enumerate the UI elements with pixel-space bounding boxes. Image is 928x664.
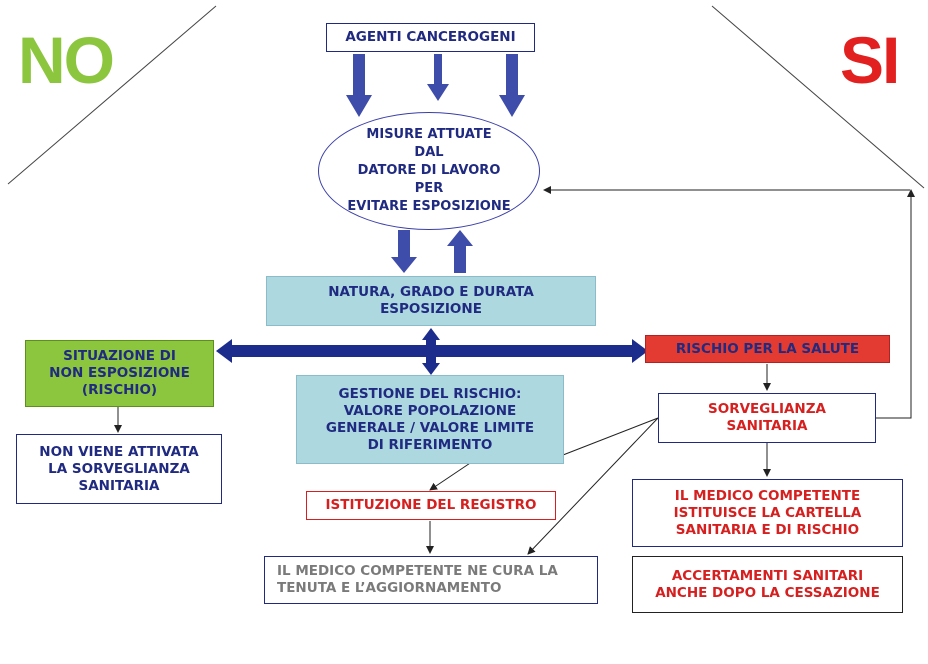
block-arrow-up bbox=[447, 230, 473, 273]
sorveglianza-box: SORVEGLIANZA SANITARIA bbox=[658, 393, 876, 443]
connector bbox=[527, 417, 659, 555]
block-arrow-down bbox=[499, 54, 525, 117]
rischio-salute-box: RISCHIO PER LA SALUTE bbox=[645, 335, 890, 363]
arrowhead-up bbox=[422, 328, 440, 340]
non-viene-box: NON VIENE ATTIVATA LA SORVEGLIANZA SANIT… bbox=[16, 434, 222, 504]
feedback-connector bbox=[876, 189, 915, 419]
arrowhead-right bbox=[632, 339, 648, 363]
accertamenti-box: ACCERTAMENTI SANITARI ANCHE DOPO LA CESS… bbox=[632, 556, 903, 613]
medico-cura-box: IL MEDICO COMPETENTE NE CURA LA TENUTA E… bbox=[264, 556, 598, 604]
no-heading: NO bbox=[18, 23, 115, 97]
natura-grado-box: NATURA, GRADO E DURATA ESPOSIZIONE bbox=[266, 276, 596, 326]
agenti-cancerogeni-box: AGENTI CANCEROGENI bbox=[326, 23, 535, 52]
istituzione-registro-box: ISTITUZIONE DEL REGISTRO bbox=[306, 491, 556, 520]
roof-line-left bbox=[7, 5, 217, 185]
si-heading: SI bbox=[840, 23, 900, 97]
medico-cartella-box: IL MEDICO COMPETENTE ISTITUISCE LA CARTE… bbox=[632, 479, 903, 547]
situazione-box: SITUAZIONE DI NON ESPOSIZIONE (RISCHIO) bbox=[25, 340, 214, 407]
arrowhead-left bbox=[216, 339, 232, 363]
block-arrow-down bbox=[346, 54, 372, 117]
connector bbox=[562, 417, 659, 456]
vertical-bar bbox=[426, 336, 436, 368]
gestione-rischio-box: GESTIONE DEL RISCHIO: VALORE POPOLAZIONE… bbox=[296, 375, 564, 464]
roof-line-right bbox=[711, 5, 925, 189]
block-arrow-down bbox=[427, 54, 449, 101]
arrowhead-down bbox=[422, 363, 440, 375]
misure-oval: MISURE ATTUATE DAL DATORE DI LAVORO PER … bbox=[318, 112, 540, 230]
block-arrow-down bbox=[391, 230, 417, 273]
